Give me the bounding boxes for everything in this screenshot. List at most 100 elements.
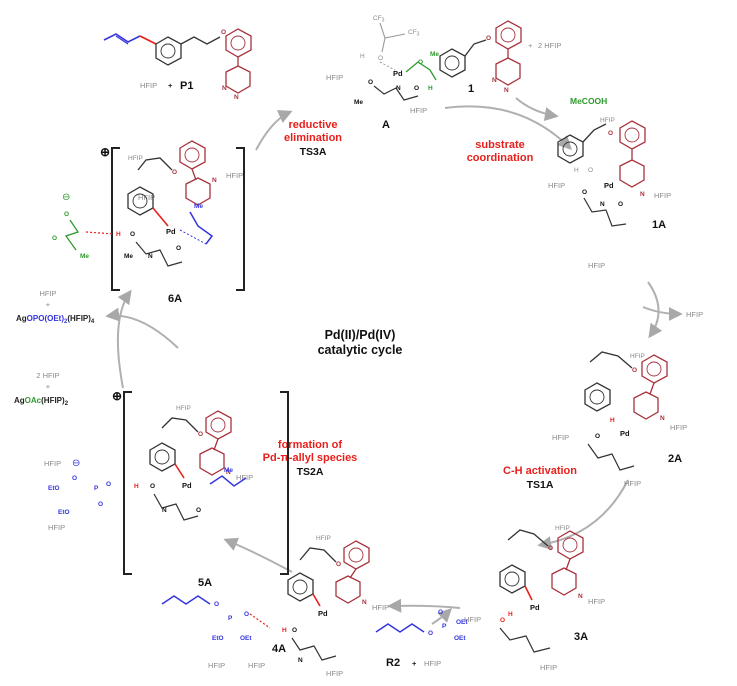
svg-text:H: H bbox=[574, 167, 579, 174]
svg-text:O: O bbox=[595, 433, 600, 440]
svg-text:Pd: Pd bbox=[166, 227, 176, 236]
svg-text:H: H bbox=[116, 231, 121, 238]
svg-text:O: O bbox=[172, 169, 177, 176]
svg-text:O: O bbox=[486, 35, 491, 42]
svg-text:P: P bbox=[228, 615, 233, 622]
ag-bottom-two-hfip: 2 HFIP bbox=[36, 371, 59, 380]
arrow-5A-to-6A bbox=[116, 289, 132, 389]
arrow-2A-to-3A bbox=[537, 479, 629, 551]
ag-bottom-plus: + bbox=[46, 382, 51, 391]
complex-5A-label: 5A bbox=[198, 577, 212, 589]
complex-1A-label: 1A bbox=[652, 219, 666, 231]
svg-text:O: O bbox=[632, 367, 637, 374]
cycle-title-line2: catalytic cycle bbox=[318, 343, 403, 357]
svg-text:O: O bbox=[64, 211, 69, 218]
svg-text:HFIP: HFIP bbox=[670, 423, 687, 432]
svg-text:O: O bbox=[414, 85, 419, 92]
svg-text:HFIP: HFIP bbox=[464, 615, 481, 624]
svg-text:N: N bbox=[222, 85, 227, 92]
cycle-title-line1: Pd(II)/Pd(IV) bbox=[325, 328, 396, 342]
svg-text:N: N bbox=[212, 177, 217, 184]
svg-text:O: O bbox=[198, 431, 203, 438]
svg-text:O: O bbox=[588, 167, 593, 174]
svg-text:H: H bbox=[282, 627, 287, 634]
complex-A: CF3 CF3 O H Pd O Me H N O O Me HFIP HFIP… bbox=[326, 15, 439, 131]
svg-text:H: H bbox=[508, 611, 513, 618]
step-reductive-elimination-2: elimination bbox=[284, 132, 342, 144]
svg-text:Me: Me bbox=[354, 99, 363, 106]
svg-text:EtO: EtO bbox=[58, 509, 70, 516]
svg-text:Me: Me bbox=[224, 467, 233, 474]
svg-text:HFIP: HFIP bbox=[588, 261, 605, 270]
svg-text:O: O bbox=[72, 475, 77, 482]
compound-1-label: 1 bbox=[468, 83, 474, 95]
complex-1A: HFIP O N HFIP O H Pd HFIP O N O HFIP 1A bbox=[548, 117, 671, 270]
svg-text:O: O bbox=[368, 79, 373, 86]
ts2a-label: TS2A bbox=[297, 466, 324, 478]
svg-text:O: O bbox=[618, 201, 623, 208]
svg-text:HFIP: HFIP bbox=[326, 73, 343, 82]
svg-text:Pd: Pd bbox=[393, 69, 403, 78]
step-substrate-coordination-2: coordination bbox=[467, 152, 534, 164]
svg-text:N: N bbox=[298, 657, 303, 664]
ag-bottom-formula: AgOAc(HFIP)2 bbox=[14, 396, 69, 407]
svg-text:OEt: OEt bbox=[456, 619, 468, 626]
svg-text:H: H bbox=[428, 85, 433, 92]
svg-text:O: O bbox=[196, 507, 201, 514]
svg-text:CF3: CF3 bbox=[408, 29, 420, 38]
step-substrate-coordination-1: substrate bbox=[475, 139, 525, 151]
svg-text:HFIP: HFIP bbox=[630, 353, 645, 360]
arrow-6A-to-A bbox=[255, 110, 293, 151]
svg-text:O: O bbox=[548, 545, 553, 552]
svg-text:⊕: ⊕ bbox=[112, 389, 122, 403]
svg-text:OEt: OEt bbox=[240, 635, 252, 642]
svg-text:HFIP: HFIP bbox=[624, 479, 641, 488]
compound-1-plus: + bbox=[528, 41, 533, 50]
svg-text:O: O bbox=[500, 617, 505, 624]
svg-text:O: O bbox=[130, 231, 135, 238]
ts1a-label: TS1A bbox=[527, 479, 554, 491]
svg-text:O: O bbox=[150, 483, 155, 490]
complex-2A: HFIP O N HFIP H Pd HFIP O HFIP 2A bbox=[552, 351, 687, 488]
svg-text:Pd: Pd bbox=[530, 603, 540, 612]
reagent-R2: O P O OEt OEt R2 + HFIP bbox=[375, 609, 468, 669]
arrow-3A-to-4A bbox=[387, 598, 461, 613]
hfip-release-label: HFIP bbox=[686, 310, 703, 319]
svg-text:O: O bbox=[98, 501, 103, 508]
svg-text:N: N bbox=[226, 469, 231, 476]
svg-text:O: O bbox=[221, 29, 226, 36]
arrow-1A-to-2A bbox=[647, 281, 663, 339]
step-allyl-formation-2: Pd-π-allyl species bbox=[263, 452, 358, 464]
arrow-A-to-1A bbox=[444, 105, 572, 150]
ag-reagents: HFIP + AgOPO(OEt)2(HFIP)4 2 HFIP + AgOAc… bbox=[14, 289, 95, 407]
svg-text:⊖: ⊖ bbox=[72, 458, 80, 469]
svg-text:Pd: Pd bbox=[182, 481, 192, 490]
svg-text:HFIP: HFIP bbox=[540, 663, 557, 672]
svg-text:N: N bbox=[362, 599, 367, 606]
svg-text:Me: Me bbox=[80, 253, 89, 260]
svg-text:Me: Me bbox=[430, 51, 439, 58]
step-allyl-formation-1: formation of bbox=[278, 439, 342, 451]
svg-text:N: N bbox=[162, 507, 167, 514]
complex-6A: ⊕ HFIP O N HFIP HFIP Pd Me H O N O Me ⊖ … bbox=[52, 140, 245, 305]
svg-text:H: H bbox=[134, 483, 139, 490]
complex-4A: HFIP O N HFIP Pd H O N HFIP O P O EtO OE… bbox=[161, 535, 389, 678]
svg-text:O: O bbox=[52, 235, 57, 242]
step-ch-activation: C-H activation bbox=[503, 465, 577, 477]
p1-plus: + bbox=[168, 81, 173, 90]
svg-text:HFIP: HFIP bbox=[600, 117, 615, 124]
svg-text:EtO: EtO bbox=[48, 485, 60, 492]
svg-text:CF3: CF3 bbox=[373, 15, 385, 24]
svg-text:OEt: OEt bbox=[454, 635, 466, 642]
svg-text:O: O bbox=[582, 189, 587, 196]
p1-label: P1 bbox=[180, 80, 193, 92]
svg-text:O: O bbox=[214, 601, 219, 608]
svg-text:H: H bbox=[360, 53, 365, 60]
svg-text:N: N bbox=[396, 85, 401, 92]
svg-text:O: O bbox=[336, 561, 341, 568]
svg-text:HFIP: HFIP bbox=[410, 106, 427, 115]
svg-text:O: O bbox=[428, 630, 433, 637]
svg-text:N: N bbox=[504, 87, 509, 94]
svg-text:HFIP: HFIP bbox=[208, 661, 225, 670]
svg-text:HFIP: HFIP bbox=[236, 473, 253, 482]
